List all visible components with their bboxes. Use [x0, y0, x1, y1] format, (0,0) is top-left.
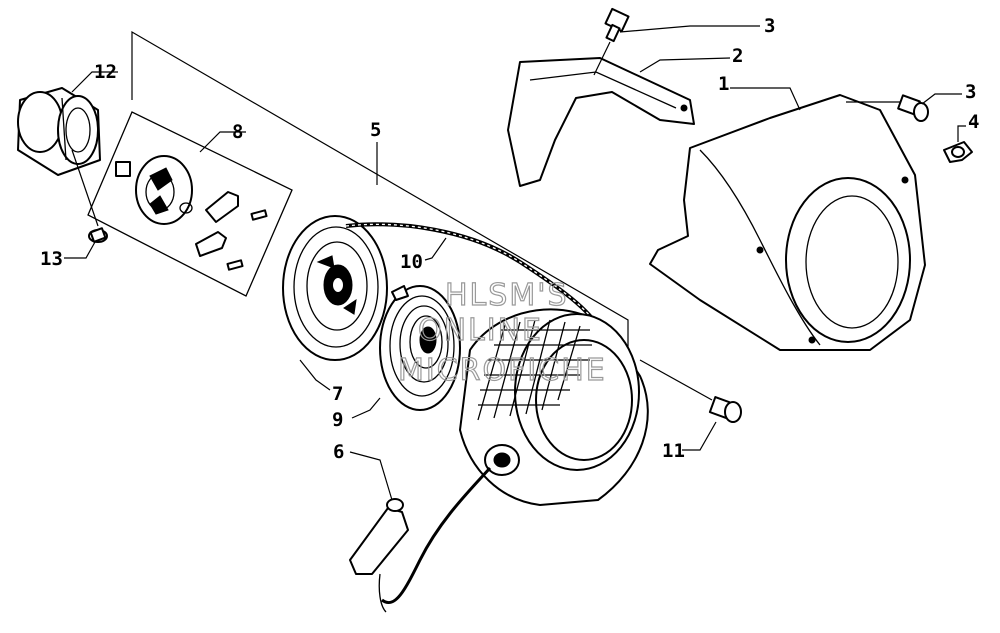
callout-3-top: 3 [764, 15, 775, 37]
callout-13: 13 [40, 248, 63, 270]
svg-text:ONLINE: ONLINE [418, 313, 543, 348]
svg-text:HLSM'S: HLSM'S [445, 278, 569, 313]
callout-12: 12 [94, 61, 117, 83]
assembly-bracket [131, 30, 629, 348]
starter-rope [345, 222, 602, 331]
callout-6: 6 [333, 441, 344, 463]
clip-4 [943, 141, 973, 163]
recoil-spring [379, 285, 461, 411]
callout-10: 10 [400, 251, 423, 273]
bolt-11 [639, 359, 742, 423]
bolt-3-right [846, 94, 929, 122]
callout-3-right: 3 [965, 81, 976, 103]
callout-11: 11 [662, 440, 685, 462]
mounting-bracket [507, 57, 695, 187]
starter-pulley [282, 215, 388, 361]
callout-1: 1 [718, 73, 729, 95]
starter-handle [349, 466, 492, 613]
callouts: 1 2 3 3 4 5 6 7 8 9 10 11 12 13 [40, 15, 979, 463]
callout-4: 4 [968, 111, 979, 133]
callout-9: 9 [332, 409, 343, 431]
housing-grille [477, 319, 592, 421]
callout-2: 2 [732, 45, 743, 67]
leader-lines [64, 25, 966, 501]
svg-text:MICROFICHE: MICROFICHE [398, 353, 607, 388]
callout-8: 8 [232, 121, 243, 143]
screw-13 [71, 149, 108, 243]
watermark: HLSM'S ONLINE MICROFICHE [397, 277, 607, 388]
bolt-3-top [593, 7, 630, 76]
callout-7: 7 [332, 383, 343, 405]
rope-guide-bushing [17, 87, 101, 176]
recoil-housing [459, 308, 649, 506]
callout-5: 5 [370, 119, 381, 141]
pawl-kit [87, 111, 293, 297]
fan-shroud [649, 94, 926, 351]
